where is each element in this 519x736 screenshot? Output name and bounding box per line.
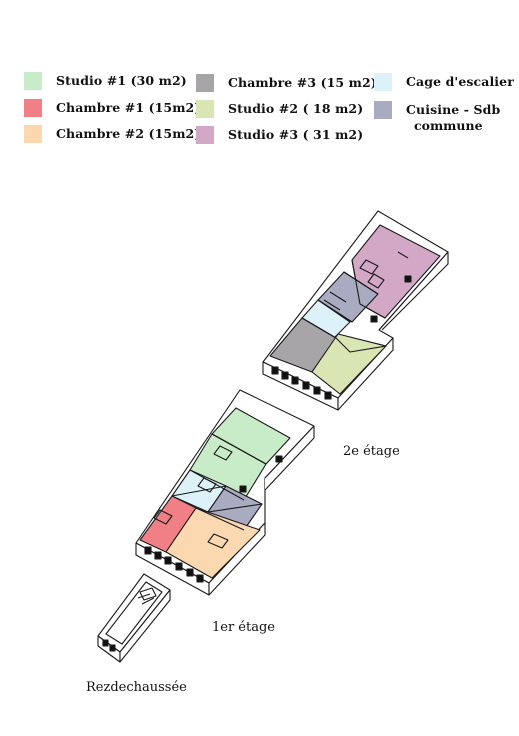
legend-swatch [196, 126, 214, 144]
legend-label: Studio #3 ( 31 m2) [228, 127, 364, 142]
legend-swatch [196, 74, 214, 92]
legend-swatch [24, 125, 42, 143]
floor-label-rez-de-chaussee: Rezdechaussée [86, 680, 187, 695]
legend-label: Studio #1 (30 m2) [56, 73, 187, 88]
legend-label: Chambre #3 (15 m2) [228, 75, 377, 90]
legend-label: Cage d'escalier [406, 74, 514, 89]
legend-swatch [24, 99, 42, 117]
legend-label: Studio #2 ( 18 m2) [228, 101, 364, 116]
legend-label: Chambre #2 (15m2) [56, 126, 201, 141]
legend-label: Chambre #1 (15m2) [56, 100, 201, 115]
legend-swatch [374, 73, 392, 91]
floor-1-plan [135, 389, 315, 596]
floor-2-plan [262, 210, 449, 411]
floor-label-1er-etage: 1er étage [212, 620, 275, 635]
legend-swatch [196, 100, 214, 118]
ground-floor-plan [97, 573, 171, 663]
legend-swatch [374, 101, 392, 119]
legend-swatch [24, 72, 42, 90]
legend-label: Cuisine - Sdb [406, 102, 501, 117]
room-chambre-2 [165, 507, 261, 579]
floor-label-2e-etage: 2e étage [343, 444, 400, 459]
legend-label-line2: commune [414, 118, 483, 133]
